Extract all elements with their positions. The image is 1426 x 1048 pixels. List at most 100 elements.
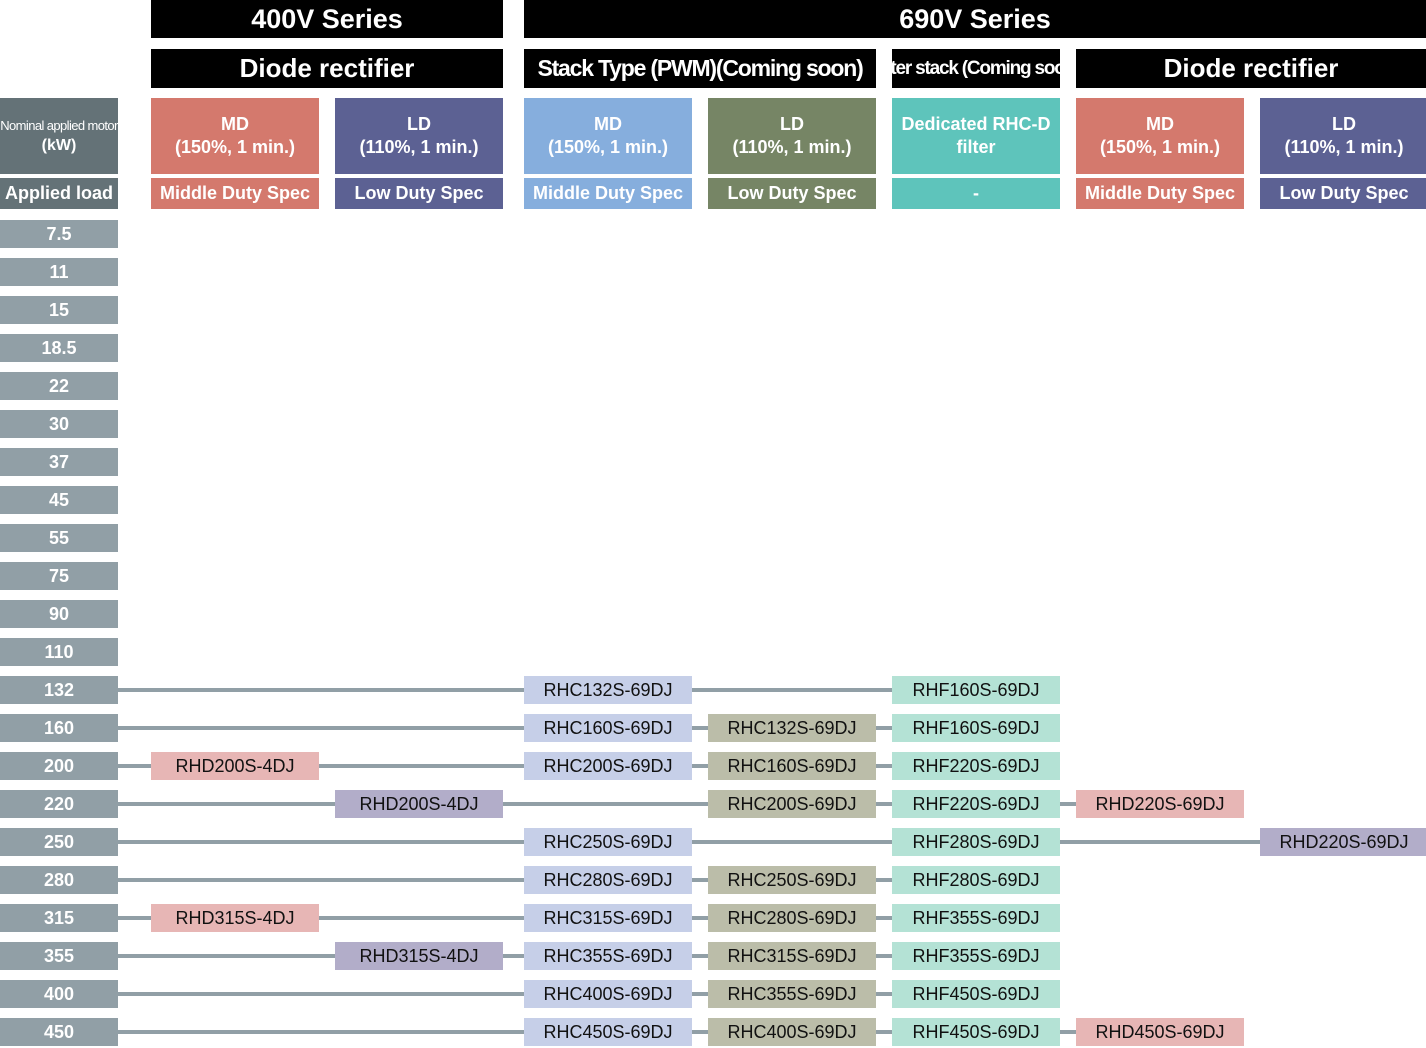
kw-label: 110 bbox=[0, 638, 118, 666]
row-connector-line bbox=[118, 992, 892, 996]
column-header-line2: (110%, 1 min.) bbox=[359, 137, 479, 157]
column-header-line1: MD bbox=[594, 114, 622, 134]
column-header-5: MD (150%, 1 min.) bbox=[1076, 98, 1244, 174]
model-cell: RHC355S-69DJ bbox=[524, 942, 692, 970]
series-400v-header: 400V Series bbox=[151, 0, 503, 38]
type-diode-rectifier-400v: Diode rectifier bbox=[151, 49, 503, 88]
kw-label: 280 bbox=[0, 866, 118, 894]
kw-label: 355 bbox=[0, 942, 118, 970]
row-connector-line bbox=[118, 764, 892, 768]
model-cell: RHC355S-69DJ bbox=[708, 980, 876, 1008]
model-cell: RHC315S-69DJ bbox=[708, 942, 876, 970]
column-header-0: MD (150%, 1 min.) bbox=[151, 98, 319, 174]
type-stack-pwm: Stack Type (PWM)(Coming soon) bbox=[524, 49, 876, 88]
model-cell: RHD315S-4DJ bbox=[335, 942, 503, 970]
model-cell: RHF355S-69DJ bbox=[892, 942, 1060, 970]
nominal-motor-unit: (kW) bbox=[41, 137, 77, 154]
row-connector-line bbox=[118, 916, 892, 920]
column-subheader-0: Middle Duty Spec bbox=[151, 178, 319, 209]
kw-label: 30 bbox=[0, 410, 118, 438]
model-cell: RHC132S-69DJ bbox=[708, 714, 876, 742]
model-cell: RHF220S-69DJ bbox=[892, 790, 1060, 818]
nominal-motor-label: Nominal applied motor bbox=[0, 118, 118, 133]
model-cell: RHC200S-69DJ bbox=[708, 790, 876, 818]
model-cell: RHC400S-69DJ bbox=[524, 980, 692, 1008]
column-header-line1: Dedicated RHC-D bbox=[901, 114, 1051, 134]
model-cell: RHD450S-69DJ bbox=[1076, 1018, 1244, 1046]
column-header-4: Dedicated RHC-D filter bbox=[892, 98, 1060, 174]
kw-label: 75 bbox=[0, 562, 118, 590]
model-cell: RHF280S-69DJ bbox=[892, 828, 1060, 856]
model-cell: RHF280S-69DJ bbox=[892, 866, 1060, 894]
type-diode-rectifier-690v: Diode rectifier bbox=[1076, 49, 1426, 88]
model-cell: RHD315S-4DJ bbox=[151, 904, 319, 932]
row-connector-line bbox=[118, 954, 892, 958]
column-header-line2: (150%, 1 min.) bbox=[174, 137, 296, 157]
column-subheader-3: Low Duty Spec bbox=[708, 178, 876, 209]
kw-label: 45 bbox=[0, 486, 118, 514]
applied-load-header: Applied load bbox=[0, 178, 118, 209]
kw-label: 15 bbox=[0, 296, 118, 324]
model-cell: RHC280S-69DJ bbox=[708, 904, 876, 932]
column-header-line2: (110%, 1 min.) bbox=[1284, 137, 1404, 157]
column-header-line1: LD bbox=[780, 114, 804, 134]
model-cell: RHF450S-69DJ bbox=[892, 980, 1060, 1008]
kw-label: 200 bbox=[0, 752, 118, 780]
column-header-line2: (110%, 1 min.) bbox=[732, 137, 852, 157]
model-cell: RHF450S-69DJ bbox=[892, 1018, 1060, 1046]
column-subheader-1: Low Duty Spec bbox=[335, 178, 503, 209]
kw-label: 18.5 bbox=[0, 334, 118, 362]
row-connector-line bbox=[118, 726, 892, 730]
model-cell: RHC280S-69DJ bbox=[524, 866, 692, 894]
kw-label: 160 bbox=[0, 714, 118, 742]
column-header-line1: MD bbox=[221, 114, 249, 134]
column-header-line1: LD bbox=[407, 114, 431, 134]
model-cell: RHF160S-69DJ bbox=[892, 714, 1060, 742]
model-cell: RHC250S-69DJ bbox=[708, 866, 876, 894]
nominal-motor-header: Nominal applied motor (kW) bbox=[0, 98, 118, 174]
kw-label: 55 bbox=[0, 524, 118, 552]
kw-label: 220 bbox=[0, 790, 118, 818]
column-header-line2: filter bbox=[956, 137, 996, 157]
kw-label: 250 bbox=[0, 828, 118, 856]
model-cell: RHF355S-69DJ bbox=[892, 904, 1060, 932]
model-cell: RHD200S-4DJ bbox=[151, 752, 319, 780]
column-header-line1: LD bbox=[1332, 114, 1356, 134]
column-subheader-2: Middle Duty Spec bbox=[524, 178, 692, 209]
row-connector-line bbox=[118, 802, 1076, 806]
model-cell: RHD200S-4DJ bbox=[335, 790, 503, 818]
model-cell: RHC400S-69DJ bbox=[708, 1018, 876, 1046]
model-cell: RHC160S-69DJ bbox=[524, 714, 692, 742]
kw-label: 37 bbox=[0, 448, 118, 476]
model-cell: RHC160S-69DJ bbox=[708, 752, 876, 780]
column-header-1: LD (110%, 1 min.) bbox=[335, 98, 503, 174]
model-cell: RHC200S-69DJ bbox=[524, 752, 692, 780]
column-header-3: LD (110%, 1 min.) bbox=[708, 98, 876, 174]
kw-label: 450 bbox=[0, 1018, 118, 1046]
kw-label: 22 bbox=[0, 372, 118, 400]
type-filter-stack: Filter stack (Coming soon) bbox=[892, 49, 1060, 88]
row-connector-line bbox=[118, 688, 892, 692]
column-header-line1: MD bbox=[1146, 114, 1174, 134]
column-subheader-5: Middle Duty Spec bbox=[1076, 178, 1244, 209]
kw-label: 400 bbox=[0, 980, 118, 1008]
column-header-line2: (150%, 1 min.) bbox=[1099, 137, 1221, 157]
kw-label: 90 bbox=[0, 600, 118, 628]
row-connector-line bbox=[118, 878, 892, 882]
model-cell: RHD220S-69DJ bbox=[1076, 790, 1244, 818]
model-cell: RHF160S-69DJ bbox=[892, 676, 1060, 704]
model-cell: RHC315S-69DJ bbox=[524, 904, 692, 932]
column-header-line2: (150%, 1 min.) bbox=[547, 137, 669, 157]
model-cell: RHF220S-69DJ bbox=[892, 752, 1060, 780]
column-header-2: MD (150%, 1 min.) bbox=[524, 98, 692, 174]
kw-label: 315 bbox=[0, 904, 118, 932]
column-header-6: LD (110%, 1 min.) bbox=[1260, 98, 1426, 174]
kw-label: 11 bbox=[0, 258, 118, 286]
model-cell: RHC450S-69DJ bbox=[524, 1018, 692, 1046]
column-subheader-6: Low Duty Spec bbox=[1260, 178, 1426, 209]
kw-label: 7.5 bbox=[0, 220, 118, 248]
model-cell: RHD220S-69DJ bbox=[1260, 828, 1426, 856]
model-cell: RHC132S-69DJ bbox=[524, 676, 692, 704]
kw-label: 132 bbox=[0, 676, 118, 704]
series-690v-header: 690V Series bbox=[524, 0, 1426, 38]
